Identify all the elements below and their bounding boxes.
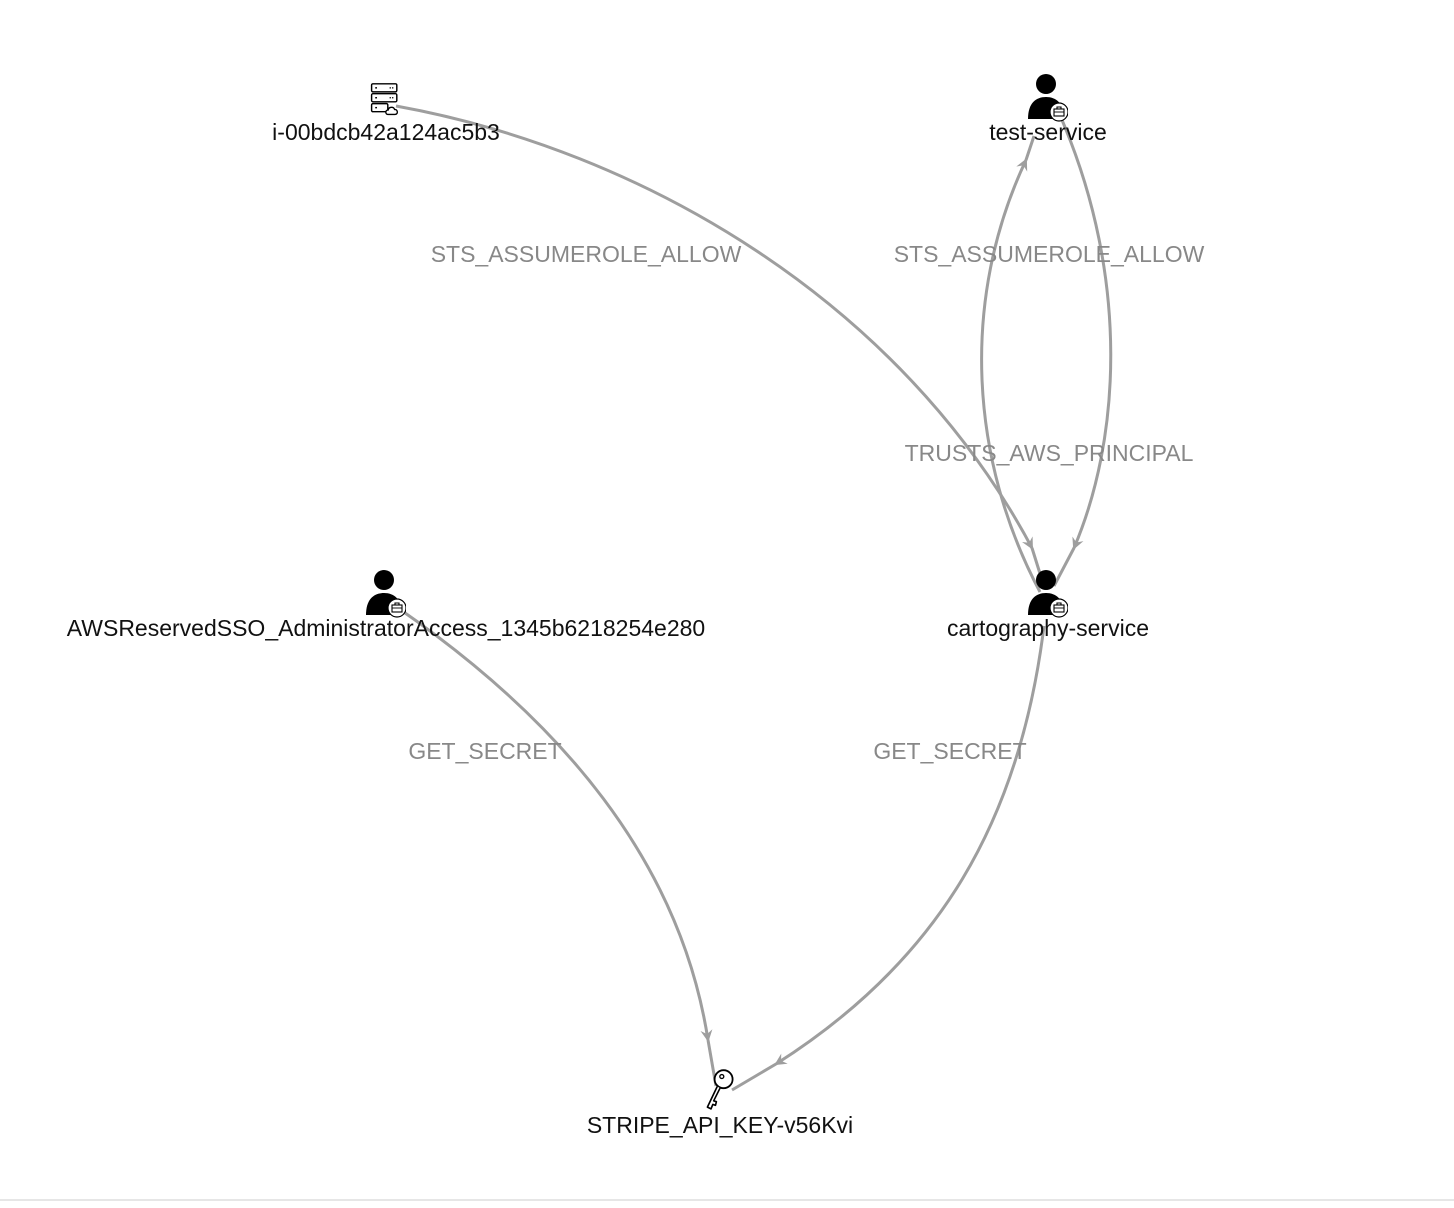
graph-node-ec2[interactable]: i-00bdcb42a124ac5b3 xyxy=(272,83,500,145)
node-label: STRIPE_API_KEY-v56Kvi xyxy=(587,1112,853,1138)
edge-ec2-to-carto[interactable] xyxy=(395,104,1044,581)
node-label: cartography-service xyxy=(947,615,1149,641)
node-label: i-00bdcb42a124ac5b3 xyxy=(272,119,500,145)
edge-carto-to-stripe[interactable] xyxy=(731,625,1046,1092)
graph-node-stripe[interactable]: STRIPE_API_KEY-v56Kvi xyxy=(587,1069,853,1138)
iam-role-icon[interactable] xyxy=(1028,73,1068,122)
edge-label: STS_ASSUMEROLE_ALLOW xyxy=(431,241,742,267)
ec2-instance-icon[interactable] xyxy=(370,83,399,116)
graph-node-sso[interactable]: AWSReservedSSO_AdministratorAccess_1345b… xyxy=(67,569,705,641)
graph-node-carto[interactable]: cartography-service xyxy=(947,569,1149,641)
node-label: test-service xyxy=(989,119,1107,145)
edge-layer xyxy=(395,104,1113,1092)
edge-label: STS_ASSUMEROLE_ALLOW xyxy=(894,241,1205,267)
edge-carto-to-test[interactable] xyxy=(980,135,1042,593)
node-label: AWSReservedSSO_AdministratorAccess_1345b… xyxy=(67,615,705,641)
edge-test-to-carto[interactable] xyxy=(1052,119,1113,587)
edge-line[interactable] xyxy=(980,158,1042,593)
iam-role-icon[interactable] xyxy=(366,569,406,618)
edge-label: TRUSTS_AWS_PRINCIPAL xyxy=(905,440,1194,466)
edge-label-layer: STS_ASSUMEROLE_ALLOW STS_ASSUMEROLE_ALLOW… xyxy=(408,241,1204,764)
edge-line-tail[interactable] xyxy=(1052,547,1076,587)
edge-line[interactable] xyxy=(774,625,1046,1066)
node-layer: i-00bdcb42a124ac5b3 test-serviceAWSReserv… xyxy=(67,73,1149,1138)
edge-line-tail[interactable] xyxy=(731,1062,777,1092)
edge-line-tail[interactable] xyxy=(1024,135,1036,161)
bottom-divider xyxy=(0,1199,1454,1201)
secret-key-icon[interactable] xyxy=(706,1069,734,1110)
edge-sso-to-stripe[interactable] xyxy=(397,606,718,1087)
edge-label: GET_SECRET xyxy=(408,738,561,764)
edge-line[interactable] xyxy=(1060,119,1113,550)
edge-line[interactable] xyxy=(397,606,713,1042)
edge-label: GET_SECRET xyxy=(873,738,1026,764)
edge-line[interactable] xyxy=(395,104,1034,550)
graph-node-test[interactable]: test-service xyxy=(989,73,1107,145)
